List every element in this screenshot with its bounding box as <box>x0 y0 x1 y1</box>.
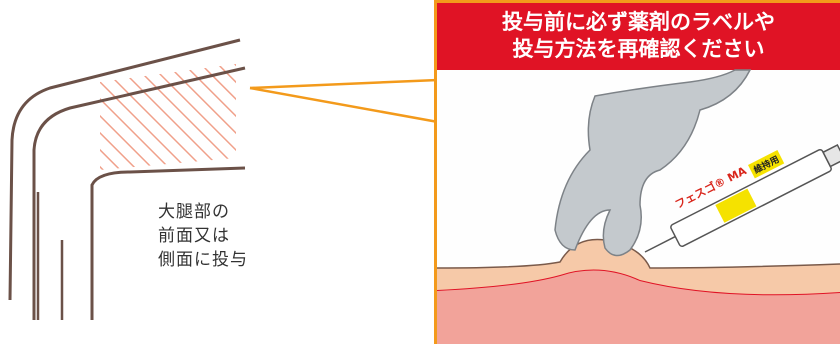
label-line-2: 前面又は <box>158 226 230 246</box>
injection-site-label: 大腿部の 前面又は 側面に投与 <box>158 200 248 272</box>
tissue-layer <box>437 269 840 344</box>
warning-banner: 投与前に必ず薬剤のラベルや 投与方法を再確認ください <box>434 0 840 70</box>
label-line-1: 大腿部の <box>158 202 230 222</box>
syringe-icon <box>644 143 840 253</box>
injection-area <box>100 64 236 170</box>
skin-layer <box>437 239 840 295</box>
gloved-hand-icon <box>554 69 752 257</box>
label-line-3: 側面に投与 <box>158 250 248 270</box>
banner-line-1: 投与前に必ず薬剤のラベルや <box>502 10 775 34</box>
leg-outline-icon <box>8 38 439 320</box>
banner-line-2: 投与方法を再確認ください <box>512 37 765 61</box>
